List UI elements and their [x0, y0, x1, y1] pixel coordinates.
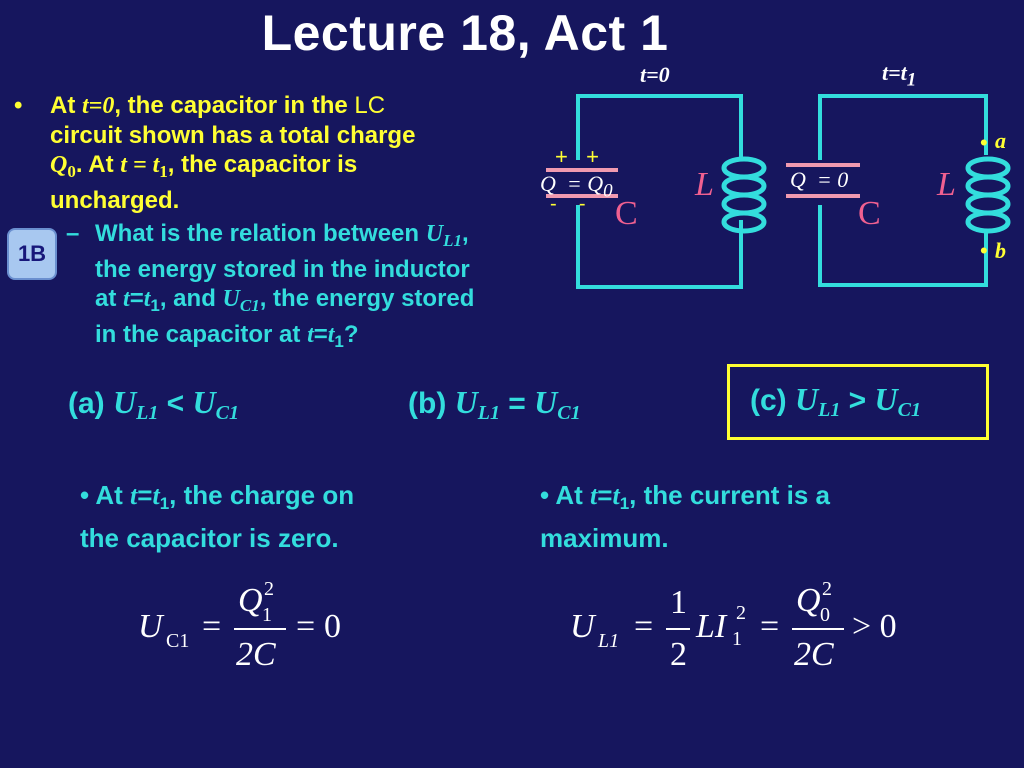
- eq2-half-bar: [666, 628, 690, 630]
- answer-b[interactable]: (b) UL1 = UC1: [408, 384, 581, 424]
- eq1-result: 0: [324, 608, 341, 645]
- eq2-Q: Q: [796, 582, 821, 619]
- node-b-label: b: [995, 238, 1006, 263]
- answer-c[interactable]: (c) UL1 > UC1: [750, 381, 921, 421]
- circuit1-charge-label: Q = Q0: [540, 171, 613, 202]
- eq1-equals: =: [202, 608, 222, 645]
- circuit2-wire-bottom: [818, 205, 988, 287]
- note-current-max: • At t=t1, the current is a maximum.: [540, 480, 830, 553]
- circuit1-wire-top: [576, 94, 743, 160]
- circuit2-charge-label: Q = 0: [790, 167, 849, 192]
- eq2-U: U: [570, 608, 595, 645]
- eq2-Q-sub: 0: [820, 604, 830, 626]
- note-charge-zero: • At t=t1, the charge on the capacitor i…: [80, 480, 355, 553]
- eq2-equals-2: =: [760, 608, 780, 645]
- slide-title: Lecture 18, Act 1: [261, 5, 669, 61]
- circuit-t0: [576, 94, 743, 289]
- correct-answer-highlight: [727, 364, 989, 440]
- node-b-dot: •: [980, 238, 988, 263]
- eq1-numerator-sup: 2: [264, 578, 274, 600]
- circuit1-inductor-coil: [721, 156, 767, 234]
- circuit1-inductor-label: L: [695, 166, 714, 203]
- eq1-numerator-sub: 1: [262, 604, 272, 626]
- eq2-fraction-bar: [792, 628, 844, 630]
- act-badge: 1B: [7, 228, 57, 280]
- eq2-I-sub: 1: [732, 628, 742, 650]
- eq2-LI: LI: [696, 608, 727, 645]
- circuit2-wire-top: [818, 94, 988, 160]
- bullet-2: What is the relation between UL1, the en…: [95, 220, 475, 351]
- answer-a[interactable]: (a) UL1 < UC1: [68, 384, 239, 424]
- node-a-label: a: [995, 128, 1006, 153]
- circuit2-inductor-coil: [965, 156, 1011, 234]
- circuit1-wire-bottom: [576, 205, 743, 289]
- eq1-fraction-bar: [234, 628, 286, 630]
- circuit2-inductor-label: L: [937, 166, 956, 203]
- equation-inductor-energy: U L1 = 1 2 LI 2 1 = Q 2 0 2C > 0: [570, 578, 920, 682]
- equation-capacitor-energy: U C1 = Q 2 1 2C = 0: [138, 578, 398, 682]
- eq2-denominator: 2C: [794, 636, 834, 673]
- eq2-Q-sup: 2: [822, 578, 832, 600]
- eq2-equals: =: [634, 608, 654, 645]
- eq1-sub: C1: [166, 630, 190, 652]
- eq2-sub: L1: [598, 630, 620, 652]
- circuit2-time-label: t=t1: [882, 60, 917, 91]
- circuit1-plus-signs: + +: [555, 144, 600, 169]
- eq1-numerator-Q: Q: [238, 582, 263, 619]
- circuit1-time-label: t=0: [640, 62, 670, 87]
- eq1-denominator: 2C: [236, 636, 276, 673]
- eq2-half-den: 2: [670, 636, 687, 673]
- circuit1-capacitor-label: C: [615, 195, 638, 232]
- eq1-U: U: [138, 608, 163, 645]
- bullet-1: At t=0, the capacitor in the LC circuit …: [50, 92, 416, 214]
- bullet-marker-2: –: [66, 220, 80, 247]
- bullet-marker-1: •: [14, 92, 23, 119]
- eq2-I-sup: 2: [736, 602, 746, 624]
- circuit2-capacitor-label: C: [858, 195, 881, 232]
- eq2-greater-zero: > 0: [852, 608, 897, 645]
- eq2-half-num: 1: [670, 584, 687, 621]
- circuit1-minus-signs: - -: [550, 193, 586, 215]
- circuit-t1: [818, 94, 988, 287]
- eq1-equals-2: =: [296, 608, 316, 645]
- node-a-dot: •: [980, 130, 988, 155]
